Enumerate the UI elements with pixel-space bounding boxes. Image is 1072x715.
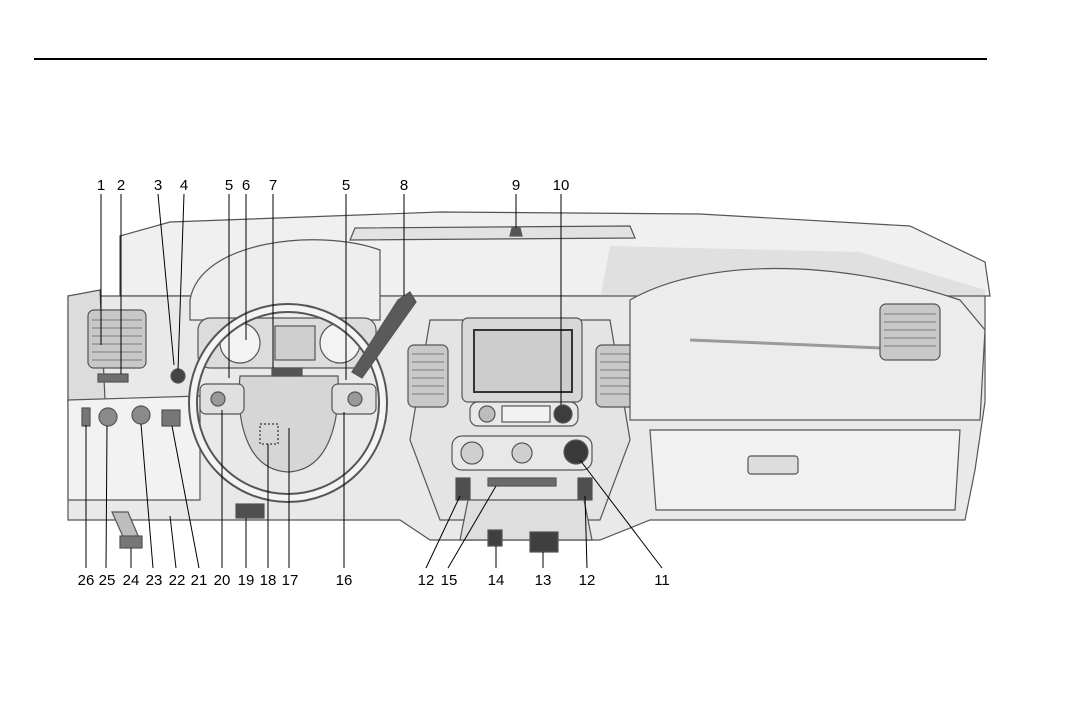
knob-25 bbox=[99, 408, 117, 426]
wheel-controls-right bbox=[348, 392, 362, 406]
climate-knob-11 bbox=[564, 440, 588, 464]
wheel-controls-left bbox=[211, 392, 225, 406]
sensor-9 bbox=[510, 228, 522, 236]
glovebox bbox=[650, 430, 960, 510]
lower-console bbox=[460, 500, 592, 540]
outlet-14 bbox=[488, 530, 502, 546]
callout-12b: 12 bbox=[579, 572, 596, 589]
knob-4 bbox=[171, 369, 185, 383]
callout-9: 9 bbox=[512, 177, 520, 194]
pedal-24 bbox=[120, 536, 142, 548]
callout-25: 25 bbox=[99, 572, 116, 589]
callout-21: 21 bbox=[191, 572, 208, 589]
callout-2: 2 bbox=[117, 177, 125, 194]
callout-20: 20 bbox=[214, 572, 231, 589]
defroster-strip bbox=[350, 226, 635, 240]
left-vent-switches bbox=[98, 374, 128, 382]
callout-4: 4 bbox=[180, 177, 188, 194]
cluster-display bbox=[275, 326, 315, 360]
tray-13 bbox=[530, 532, 558, 552]
callout-24: 24 bbox=[123, 572, 140, 589]
callout-18: 18 bbox=[260, 572, 277, 589]
infotainment-screen bbox=[474, 330, 572, 392]
wheel-badge bbox=[272, 368, 302, 376]
callouts-top: 1 2 3 4 5 6 7 5 8 9 10 bbox=[97, 177, 570, 194]
callout-23: 23 bbox=[146, 572, 163, 589]
steering-column-cover bbox=[236, 504, 264, 518]
callout-5a: 5 bbox=[225, 177, 233, 194]
climate-knob-left bbox=[461, 442, 483, 464]
dashboard-illustration bbox=[68, 212, 990, 552]
callout-26: 26 bbox=[78, 572, 95, 589]
radio-knob-10 bbox=[554, 405, 572, 423]
callout-16: 16 bbox=[336, 572, 353, 589]
glovebox-handle bbox=[748, 456, 798, 474]
switch-21 bbox=[162, 410, 180, 426]
callout-5b: 5 bbox=[342, 177, 350, 194]
callout-14: 14 bbox=[488, 572, 505, 589]
callout-1: 1 bbox=[97, 177, 105, 194]
climate-buttons bbox=[488, 478, 556, 486]
callout-17: 17 bbox=[282, 572, 299, 589]
callout-22: 22 bbox=[169, 572, 186, 589]
left-vent bbox=[88, 310, 146, 368]
callout-11: 11 bbox=[654, 572, 670, 589]
callout-3: 3 bbox=[154, 177, 162, 194]
callout-15: 15 bbox=[441, 572, 458, 589]
callouts-bottom: 26 25 24 23 22 21 20 19 18 17 16 12 15 1… bbox=[78, 572, 670, 589]
knob-23 bbox=[132, 406, 150, 424]
callout-8: 8 bbox=[400, 177, 408, 194]
callout-13: 13 bbox=[535, 572, 552, 589]
switch-12-left bbox=[456, 478, 470, 500]
callout-19: 19 bbox=[238, 572, 255, 589]
right-vent bbox=[880, 304, 940, 360]
switch-26 bbox=[82, 408, 90, 426]
callout-6: 6 bbox=[242, 177, 250, 194]
radio-display bbox=[502, 406, 550, 422]
callout-12a: 12 bbox=[418, 572, 435, 589]
climate-knob-center bbox=[512, 443, 532, 463]
callout-10: 10 bbox=[553, 177, 570, 194]
callout-7: 7 bbox=[269, 177, 277, 194]
radio-knob-left bbox=[479, 406, 495, 422]
